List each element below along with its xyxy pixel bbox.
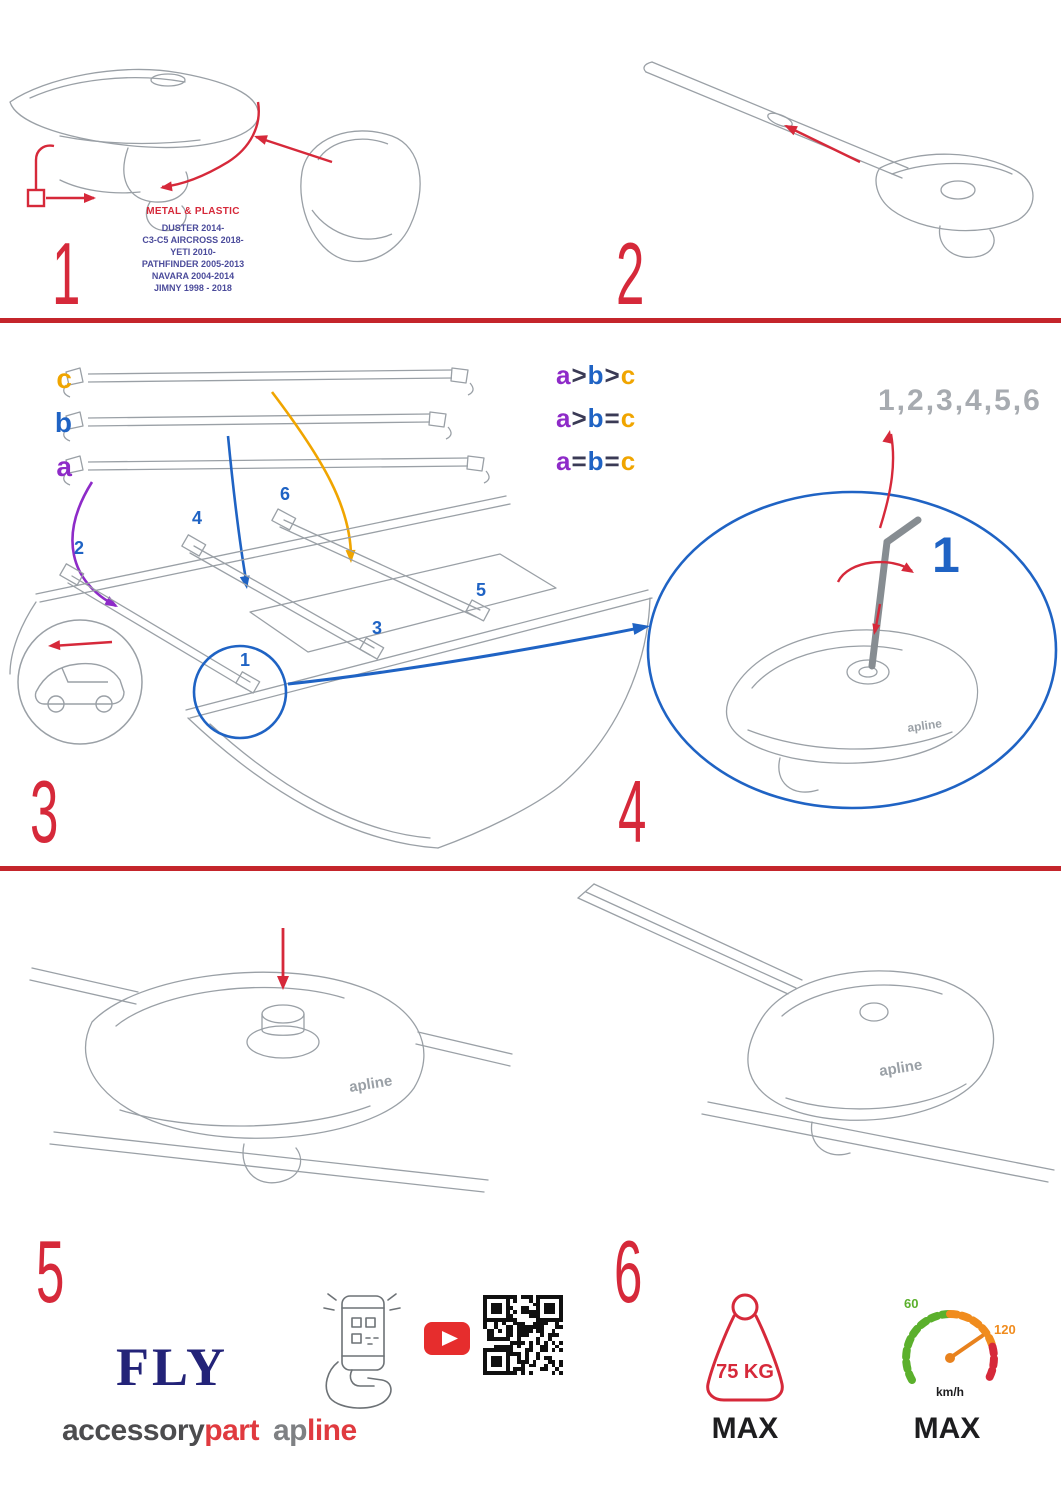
material-label: METAL & PLASTIC: [146, 206, 240, 217]
guide-arrow-c: [270, 391, 356, 563]
model-line: PATHFINDER 2005-2013: [141, 259, 245, 269]
bar-label-a: a: [56, 451, 72, 482]
model-line: JIMNY 1998 - 2018: [154, 283, 232, 293]
position-1: 1: [240, 650, 250, 670]
brand-ap: ap: [272, 1414, 308, 1447]
speed-unit: km/h: [936, 1385, 964, 1399]
crossbar-a-drawing: [63, 455, 490, 486]
foot-detail-drawing: [726, 629, 979, 793]
guide-arrow-a: [71, 481, 118, 608]
car-roof-drawing: [9, 495, 653, 849]
position-numbers: 2 4 6 1 3 5: [74, 484, 486, 670]
step3-number: 3: [30, 762, 58, 861]
step2-illustration: [643, 61, 1034, 258]
direction-arrow: [48, 640, 113, 651]
step4-number: 4: [618, 762, 646, 861]
step1-number: 1: [52, 224, 80, 323]
model-line: NAVARA 2004-2014: [151, 271, 235, 281]
step2-number: 2: [616, 224, 644, 323]
detail-zoom-arrow: [287, 623, 650, 686]
brand-part: part: [204, 1414, 259, 1447]
step5-illustration: apline: [29, 928, 513, 1193]
bar-label-c: c: [56, 363, 72, 394]
red-arrowheads: [84, 135, 268, 203]
speed-high-tick: 120: [994, 1322, 1016, 1337]
brand-line: line: [307, 1414, 357, 1447]
foot-logo-text: apline: [878, 1056, 923, 1080]
position-5: 5: [476, 580, 486, 600]
bar-and-foot-drawing: [643, 61, 1034, 258]
brand-accessory: accessory: [62, 1414, 205, 1447]
step3-illustration: c b a: [9, 363, 653, 849]
model-line: YETI 2010-: [170, 247, 216, 257]
sequence-arrow: [878, 430, 895, 529]
max-speed-icon: 60 120 km/h: [902, 1296, 1016, 1399]
step1-illustration: [9, 68, 421, 263]
weight-max-label: MAX: [711, 1412, 779, 1445]
detail-highlight-circle: [192, 644, 288, 740]
step6-number: 6: [614, 1222, 642, 1321]
model-line: DUSTER 2014-: [161, 223, 225, 233]
section-divider-top: [0, 318, 1061, 323]
speed-max-label: MAX: [913, 1412, 981, 1445]
size-rule-2: a>b=c: [556, 403, 637, 433]
position-2: 2: [74, 538, 84, 558]
foot-logo-text: apline: [348, 1072, 393, 1096]
section-divider-bottom: [0, 866, 1061, 871]
vehicle-model-list: DUSTER 2014- C3-C5 AIRCROSS 2018- YETI 2…: [103, 222, 283, 294]
youtube-icon: [424, 1322, 470, 1355]
size-rule-1: a>b>c: [556, 360, 637, 390]
zoom-circle: [646, 490, 1058, 810]
position-4: 4: [192, 508, 202, 528]
step5-number: 5: [36, 1222, 64, 1321]
size-rule-3: a=b=c: [556, 446, 637, 476]
foot-logo-text: apline: [906, 716, 943, 735]
crossbar-b-drawing: [63, 411, 452, 442]
car-direction-inset: [17, 619, 143, 745]
needle-hub: [945, 1353, 955, 1363]
crossbar-c-drawing: [63, 367, 474, 398]
position-3: 3: [372, 618, 382, 638]
speed-low-tick: 60: [904, 1296, 918, 1311]
press-cap-arrow: [277, 928, 289, 990]
max-weight-value: 75 KG: [716, 1361, 774, 1383]
step4-illustration: 1,2,3,4,5,6 1 apline: [646, 384, 1058, 810]
torque-arrow: [836, 560, 914, 635]
assembly-arrows: [26, 101, 333, 208]
allen-key-icon: [868, 516, 922, 670]
plastic-cover-drawing: [300, 130, 421, 263]
max-weight-icon: 75 KG: [706, 1293, 784, 1402]
tightening-sequence: 1,2,3,4,5,6: [878, 384, 1042, 417]
step6-illustration: apline: [577, 883, 1055, 1183]
small-car-drawing: [34, 662, 125, 713]
mounted-foot-drawing: [577, 883, 1055, 1183]
sequence-first-number: 1: [932, 527, 960, 583]
insert-arrow: [784, 124, 861, 164]
foot-cap-drawing: [29, 967, 513, 1193]
model-line: C3-C5 AIRCROSS 2018-: [142, 235, 244, 245]
scan-qr-phone-icon: [323, 1293, 401, 1409]
qr-code: [483, 1295, 563, 1375]
product-name: FLY: [116, 1337, 229, 1397]
bar-label-b: b: [55, 407, 72, 438]
position-6: 6: [280, 484, 290, 504]
